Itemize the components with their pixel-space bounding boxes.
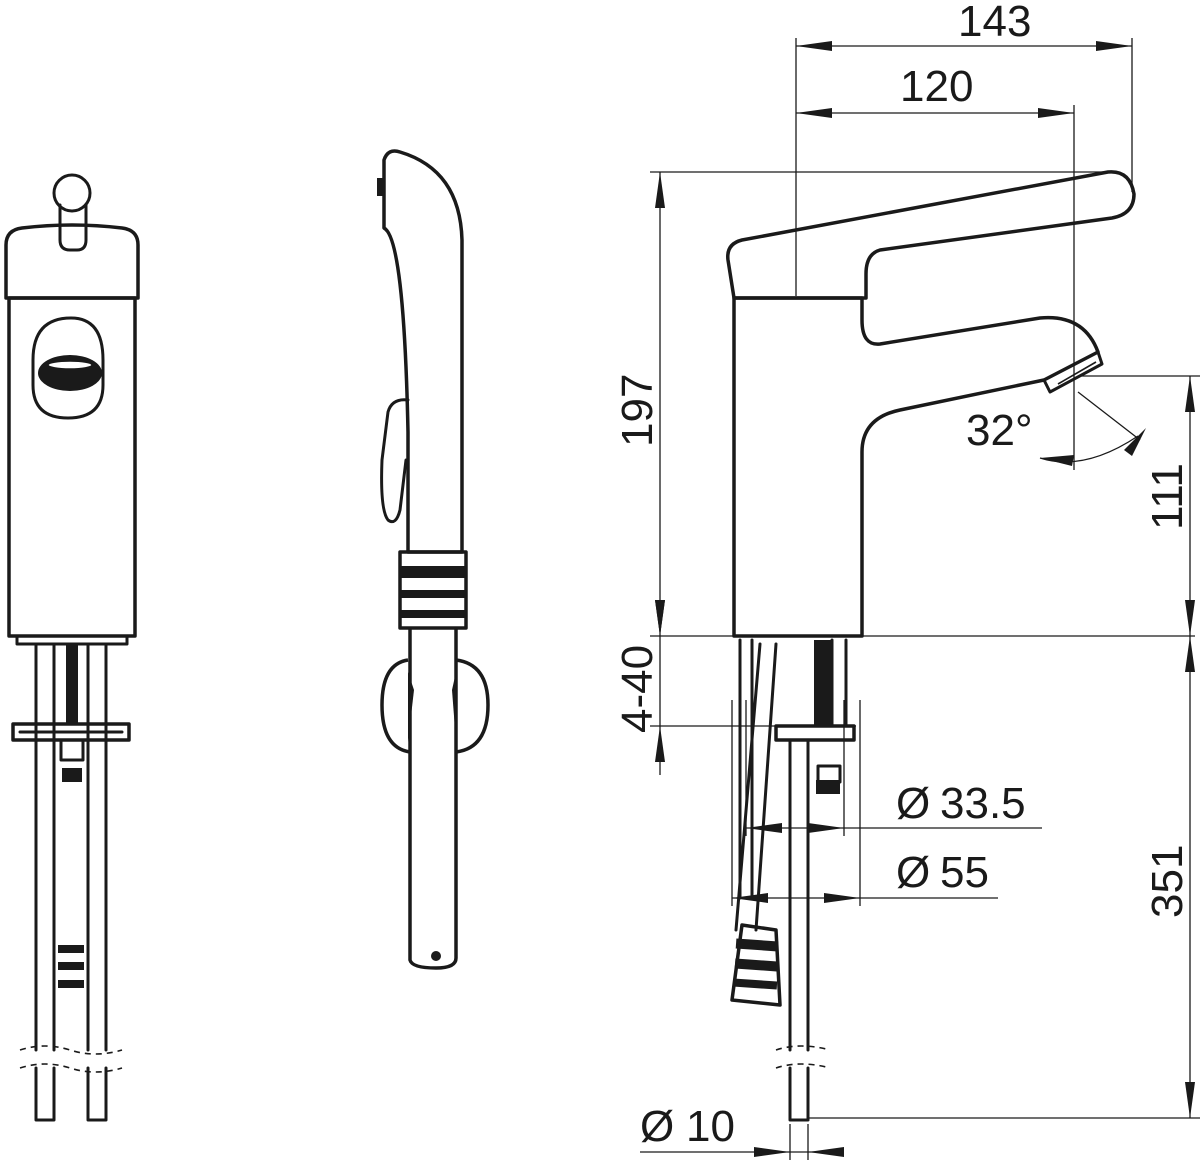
front-top-cap xyxy=(4,223,140,300)
side-profile xyxy=(726,170,1136,1122)
mixer-body xyxy=(732,296,1100,638)
front-body xyxy=(7,296,137,638)
front-view xyxy=(4,173,140,1122)
front-handle-knob xyxy=(52,173,92,213)
dim-55: 55 xyxy=(940,848,989,897)
dim-120: 120 xyxy=(900,62,973,111)
dim-351: 351 xyxy=(1143,845,1192,918)
diameter-symbol-10: Ø xyxy=(640,1102,674,1151)
mixer-threaded-rod xyxy=(814,640,832,726)
front-threaded-rod xyxy=(66,644,78,724)
diameter-symbol-33: Ø xyxy=(896,779,930,828)
shower-trigger xyxy=(380,398,410,524)
mixer-lever xyxy=(726,170,1136,300)
front-handle-stem xyxy=(58,203,88,252)
dim-143: 143 xyxy=(958,0,1031,46)
dim-10: 10 xyxy=(686,1102,735,1151)
dim-197: 197 xyxy=(613,374,662,447)
shower-hose xyxy=(408,628,458,970)
front-aerator-recess xyxy=(31,316,105,420)
side-view xyxy=(377,149,490,970)
dimension-labels: 143 120 197 111 4-40 351 32° Ø 33.5 Ø 55… xyxy=(613,0,1192,1151)
dim-33-5: 33.5 xyxy=(940,779,1026,828)
mixer-aerator xyxy=(1042,350,1104,394)
diameter-symbol-55: Ø xyxy=(896,848,930,897)
dim-4-40: 4-40 xyxy=(613,645,662,733)
dim-32-deg: 32° xyxy=(966,406,1033,455)
mixer-hose-connector xyxy=(730,923,782,1007)
front-plinth xyxy=(15,634,129,646)
shower-head xyxy=(382,149,464,554)
dim-111: 111 xyxy=(1143,463,1192,530)
shower-bracket xyxy=(380,658,490,754)
dimension-lines xyxy=(640,38,1200,1160)
mixer-mounting-plate xyxy=(774,724,856,742)
